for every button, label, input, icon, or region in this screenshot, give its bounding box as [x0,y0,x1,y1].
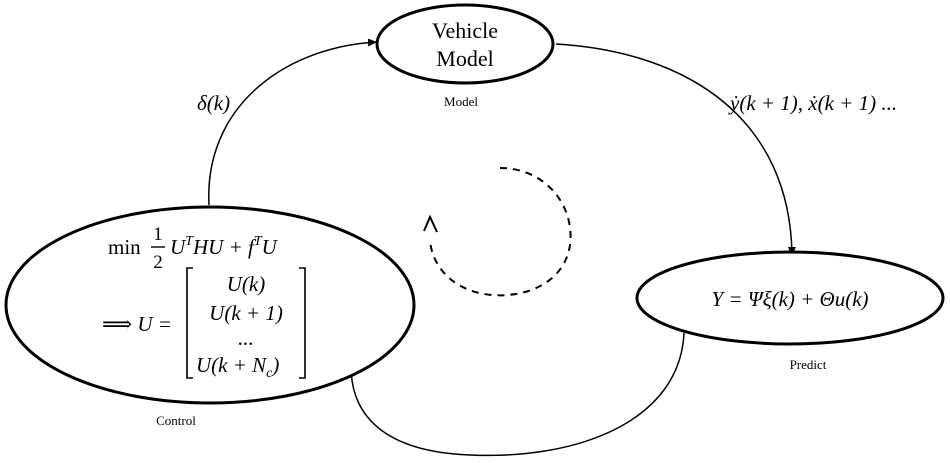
delta-k-label: δ(k) [197,91,230,115]
vector-left-bracket [186,267,193,379]
dashed-cycle-arrowhead [423,214,438,233]
predict-caption: Predict [790,357,827,372]
vector-right-bracket [299,267,306,379]
min-operator: min [108,235,141,259]
arrow-predict-to-control [347,332,685,457]
arrow-control-to-model [208,38,377,206]
arrow-model-to-predict [555,43,796,256]
vehicle-model-title-line2: Model [436,46,493,71]
objective-u: U [170,235,187,259]
dashed-cycle-arrow [429,167,572,297]
fraction-denominator: 2 [153,252,163,273]
vector-row-2: U(k + 1) [209,301,283,325]
objective-mid: HU + f [192,235,257,259]
vector-row-4-close: ) [271,353,279,377]
vehicle-model-node [375,3,555,85]
model-caption: Model [444,94,478,109]
vector-row-4-sub: c [266,366,273,381]
vector-row-4: U(k + Nc) [196,353,279,381]
fraction-numerator: 1 [153,224,163,245]
objective-end: U [262,235,279,259]
control-node [4,205,416,405]
control-caption: Control [156,413,196,428]
state-derivatives-label: ẏ(k + 1), ẋ(k + 1) ... [728,91,897,115]
prediction-equation: Y = Ψξ(k) + Θu(k) [711,287,868,311]
vector-row-1: U(k) [227,272,265,296]
vector-row-3: ... [238,326,254,350]
objective-term-u: UTHU + fTU [170,234,279,259]
vector-row-4-main: U(k + N [196,353,267,377]
objective-sup-2: T [254,234,263,249]
implies-u-equals: ⟹ U = [102,312,172,336]
predict-node [635,250,945,346]
vehicle-model-title-line1: Vehicle [432,18,498,43]
objective-sup-1: T [185,234,194,249]
